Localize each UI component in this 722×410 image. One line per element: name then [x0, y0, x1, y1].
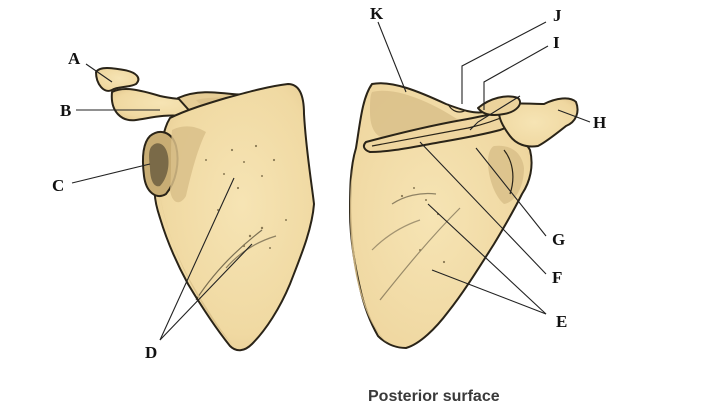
leader-A: [85, 63, 113, 83]
label-H: H: [593, 113, 606, 132]
label-I: I: [553, 33, 560, 52]
label-B: B: [60, 101, 71, 120]
leader-I2: [469, 95, 521, 131]
lateral-border-line: [503, 149, 514, 195]
label-K: K: [370, 4, 384, 23]
label-C: C: [52, 176, 64, 195]
leader-G: [475, 147, 547, 237]
label-F: F: [552, 268, 562, 287]
label-J: J: [553, 6, 562, 25]
view-caption: Posterior surface: [368, 388, 500, 405]
leader-F: [419, 141, 547, 275]
label-letters: A B C D E F G H I J K: [52, 4, 606, 362]
leader-D2: [159, 243, 253, 341]
leader-E1: [427, 203, 547, 315]
label-A: A: [68, 49, 81, 68]
leader-I: [483, 45, 549, 110]
acromion-tip: [95, 67, 140, 92]
glenoid-cavity-inner: [149, 143, 169, 187]
label-D: D: [145, 343, 157, 362]
leader-D1: [159, 177, 235, 341]
scapula-anterior-body: [153, 83, 315, 352]
infraglenoid-region: [488, 145, 524, 204]
scapula-anterior: [95, 67, 315, 352]
leader-H: [557, 109, 591, 123]
leader-lines: [71, 21, 591, 341]
label-G: G: [552, 230, 565, 249]
infraspinous-fossa-texture: [371, 187, 461, 301]
neck-shading: [170, 126, 206, 203]
suprascapular-notch: [447, 103, 467, 113]
subscapular-fossa-texture: [195, 144, 287, 301]
scapula-posterior: [349, 82, 579, 349]
leader-K: [377, 21, 407, 93]
leader-C: [71, 163, 151, 184]
label-E: E: [556, 312, 567, 331]
leader-E2: [431, 269, 547, 315]
leader-J: [461, 21, 547, 104]
